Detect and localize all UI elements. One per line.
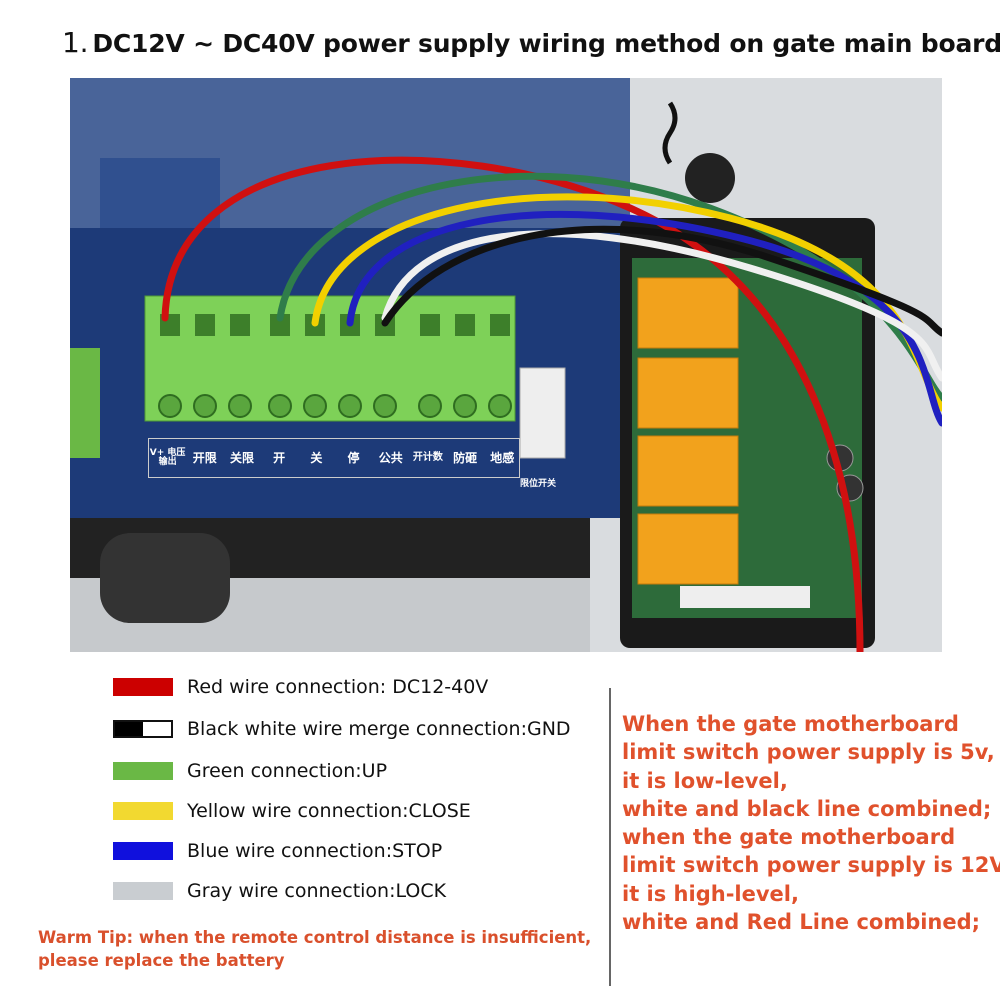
terminal-label: 地感 — [490, 450, 515, 465]
divider — [609, 688, 611, 986]
legend-item-blue: Blue wire connection:STOP — [113, 840, 442, 862]
limit-switch-label: 限位开关 — [520, 479, 557, 489]
terminal-label: 公共 — [378, 450, 403, 465]
terminal-label: V+ 电压输出 — [149, 447, 186, 467]
legend-label: Green connection:UP — [187, 760, 388, 782]
legend-item-gray: Gray wire connection:LOCK — [113, 880, 446, 902]
terminal-label: 关限 — [229, 450, 254, 465]
note-line: white and black line combined; — [622, 796, 992, 821]
legend-label: Black white wire merge connection:GND — [187, 718, 571, 740]
legend-label: Red wire connection: DC12-40V — [187, 676, 489, 698]
receiver-module — [620, 101, 875, 648]
legend-item-black-white: Black white wire merge connection:GND — [113, 718, 571, 740]
black-white-swatch — [113, 720, 173, 738]
legend-item-red: Red wire connection: DC12-40V — [113, 676, 488, 698]
note-line: when the gate motherboard — [622, 825, 956, 850]
note-line: limit switch power supply is 12V, — [622, 853, 1000, 878]
terminal-block — [144, 295, 566, 459]
note-line: white and Red Line combined; — [622, 910, 981, 935]
terminal-label: 关 — [310, 450, 323, 465]
note-line: it is high-level, — [622, 881, 799, 906]
title-number: 1. — [62, 26, 89, 59]
wires — [161, 156, 942, 652]
terminal-label: 开限 — [192, 450, 217, 465]
red-swatch — [113, 678, 173, 696]
terminal-label: 防砸 — [453, 450, 478, 465]
tip-line: Warm Tip: when the remote control distan… — [38, 928, 592, 947]
terminal-labels: V+ 电压输出 开限 关限 开 关 停 公共 开计数 防砸 地感 — [148, 438, 520, 478]
yellow-swatch — [113, 802, 173, 820]
terminal-label: 开 — [273, 450, 286, 465]
legend-item-yellow: Yellow wire connection:CLOSE — [113, 800, 471, 822]
blue-swatch — [113, 842, 173, 860]
terminal-label: 停 — [347, 450, 360, 465]
title-text: DC12V ~ DC40V power supply wiring method… — [92, 29, 1000, 58]
voltage-note: When the gate motherboard limit switch p… — [622, 710, 1000, 936]
page-title: 1.DC12V ~ DC40V power supply wiring meth… — [62, 26, 1000, 59]
tip-line: please replace the battery — [38, 951, 285, 970]
warm-tip: Warm Tip: when the remote control distan… — [38, 926, 591, 972]
legend-label: Blue wire connection:STOP — [187, 840, 443, 862]
gray-swatch — [113, 882, 173, 900]
terminal-label: 开计数 — [412, 451, 443, 463]
wiring-photo — [70, 78, 942, 652]
legend-label: Yellow wire connection:CLOSE — [187, 800, 471, 822]
green-swatch — [113, 762, 173, 780]
note-line: When the gate motherboard — [622, 712, 959, 736]
legend-label: Gray wire connection:LOCK — [187, 880, 447, 902]
note-line: it is low-level, — [622, 768, 788, 793]
legend-item-green: Green connection:UP — [113, 760, 387, 782]
note-line: limit switch power supply is 5v, — [622, 740, 995, 765]
